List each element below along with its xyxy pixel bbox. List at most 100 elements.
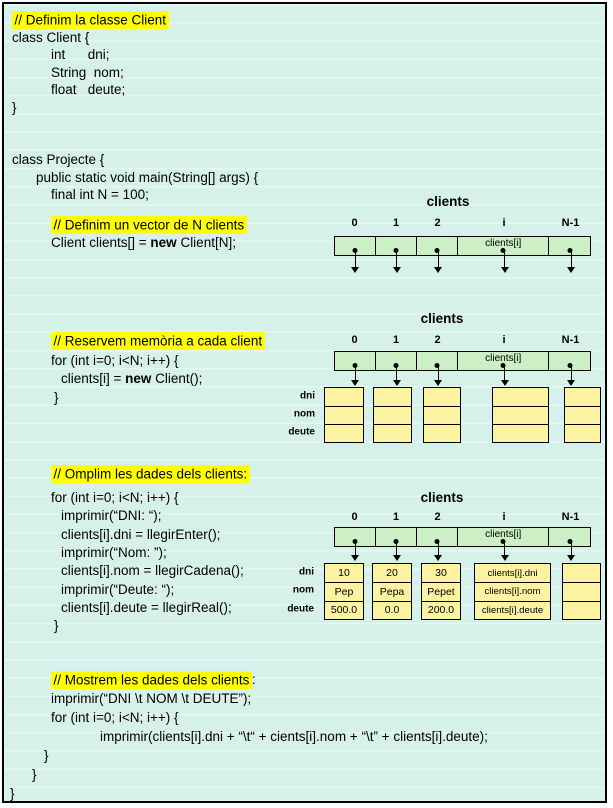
code-line: class Client { <box>12 30 90 45</box>
code-line: clients[i].nom = llegirCadena(); <box>61 563 244 578</box>
diagram-1-title: clients <box>426 194 470 209</box>
pointer-arrow <box>504 542 505 555</box>
diagram-3-record-cell <box>563 600 600 619</box>
code-line: // Definim un vector de N clients <box>51 215 247 234</box>
diagram-3-index-label: i <box>502 511 506 523</box>
code-line: Client clients[] = new Client[N]; <box>51 235 236 250</box>
code-line: class Projecte { <box>12 152 105 167</box>
pointer-arrow <box>437 251 439 267</box>
diagram-2-field-label: dni <box>300 390 315 402</box>
diagram-3-array-cell <box>417 528 459 546</box>
pointer-dot-icon <box>434 363 440 368</box>
diagram-2-record-box <box>423 387 461 443</box>
diagram-2-record-cell <box>565 388 600 406</box>
pointer-dot-icon <box>393 248 399 253</box>
arrowhead-icon <box>351 267 360 273</box>
arrowhead-icon <box>567 267 576 273</box>
pointer-arrow <box>570 251 572 267</box>
diagram-1-array-cell <box>417 237 459 255</box>
diagram-2-record-box <box>492 387 549 443</box>
code-line: String nom; <box>51 65 124 80</box>
arrowhead-icon <box>392 380 401 386</box>
pointer-arrow <box>354 366 356 380</box>
arrowhead-icon <box>500 555 509 561</box>
diagram-2-record-cell <box>424 406 460 424</box>
diagram-3-record-cell: clients[i].dni <box>487 567 538 579</box>
arrowhead-icon <box>500 267 509 273</box>
diagram-3-record-cell: clients[i].deute <box>475 600 550 619</box>
diagram-2-record-cell <box>374 406 411 424</box>
diagram-2-index-label: i <box>502 334 506 346</box>
arrowhead-icon <box>567 555 576 561</box>
pointer-arrow <box>437 542 439 555</box>
diagram-3-field-label: deute <box>287 603 314 615</box>
diagram-3-record-cell <box>563 564 600 582</box>
diagram-1-index-label: 0 <box>351 217 358 229</box>
diagram-2-array-cell <box>335 352 376 370</box>
diagram-3-record-cell: 500.0 <box>325 600 363 619</box>
diagram-2-record-cell <box>325 388 363 406</box>
diagram-2-record-cell <box>325 406 363 424</box>
diagram-1-array-cell <box>549 237 590 255</box>
diagram-2-array-cell <box>549 352 590 370</box>
diagram-1-array-cell <box>376 237 418 255</box>
pointer-arrow <box>504 366 505 380</box>
diagram-3-index-label: N-1 <box>561 511 580 523</box>
diagram-2-record-cell <box>493 406 548 424</box>
comment-highlight: // Omplim les dades dels clients: <box>51 464 250 483</box>
code-line: } <box>54 618 59 633</box>
pointer-dot-icon <box>500 539 506 544</box>
diagram-2-field-label: nom <box>293 408 315 420</box>
code-line: // Definim la classe Client <box>12 10 169 29</box>
diagram-2-record-cell <box>565 406 600 424</box>
diagram-3-array-cell <box>335 528 376 546</box>
code-line: final int N = 100; <box>51 187 149 202</box>
diagram-2-record-cell <box>493 424 548 442</box>
diagram-1-array-cell: clients[i] <box>458 237 550 255</box>
pointer-dot-icon <box>352 363 358 368</box>
code-line: int dni; <box>51 47 110 62</box>
diagram-3-title: clients <box>420 490 464 505</box>
arrowhead-icon <box>500 380 509 386</box>
diagram-3-record-box <box>562 563 601 620</box>
diagram-3-array-cell: clients[i] <box>458 528 550 546</box>
pointer-dot-icon <box>434 248 440 253</box>
diagram-2-record-cell <box>374 388 411 406</box>
diagram-3-index-label: 1 <box>392 511 400 523</box>
pointer-arrow <box>570 366 572 380</box>
code-line: // Omplim les dades dels clients: <box>51 464 250 483</box>
code-line: } <box>54 390 59 405</box>
diagram-2-record-box <box>373 387 412 443</box>
diagram-1-array: clients[i] <box>334 236 591 256</box>
diagram-2-cell-i-label: clients[i] <box>485 352 522 364</box>
diagram-3-cell-i-label: clients[i] <box>485 528 522 540</box>
diagram-3-record-cell: 0.0 <box>373 600 411 619</box>
diagram-3-array-cell <box>549 528 590 546</box>
code-line: clients[i].dni = llegirEnter(); <box>61 527 221 542</box>
diagram-2-record-cell <box>424 388 460 406</box>
code-line: imprimir(clients[i].dni + “\t“ + cients[… <box>100 729 488 744</box>
code-line: } <box>10 786 15 801</box>
diagram-3-record-cell: Pep <box>325 582 363 600</box>
arrowhead-icon <box>434 267 443 273</box>
diagram-3-array-cell <box>376 528 418 546</box>
diagram-3-record-cell: Pepa <box>373 582 411 600</box>
code-line: float deute; <box>51 82 126 97</box>
code-line: imprimir(“Deute: “); <box>61 582 175 597</box>
pointer-dot-icon <box>352 248 358 253</box>
diagram-2-array-cell <box>376 352 418 370</box>
code-line: // Mostrem les dades dels clients: <box>51 670 256 689</box>
pointer-arrow <box>396 366 397 380</box>
arrowhead-icon <box>567 380 576 386</box>
arrowhead-icon <box>392 267 401 273</box>
diagram-3-record-cell: 200.0 <box>422 600 460 619</box>
code-line: // Reservem memòria a cada client <box>51 331 265 350</box>
diagram-3-field-label: dni <box>299 566 314 578</box>
diagram-3-index-label: 0 <box>351 511 358 523</box>
comment-highlight: // Reservem memòria a cada client <box>51 331 265 350</box>
diagram-3-index-label: 2 <box>434 511 441 523</box>
diagram-3-record-cell: 30 <box>435 567 447 580</box>
